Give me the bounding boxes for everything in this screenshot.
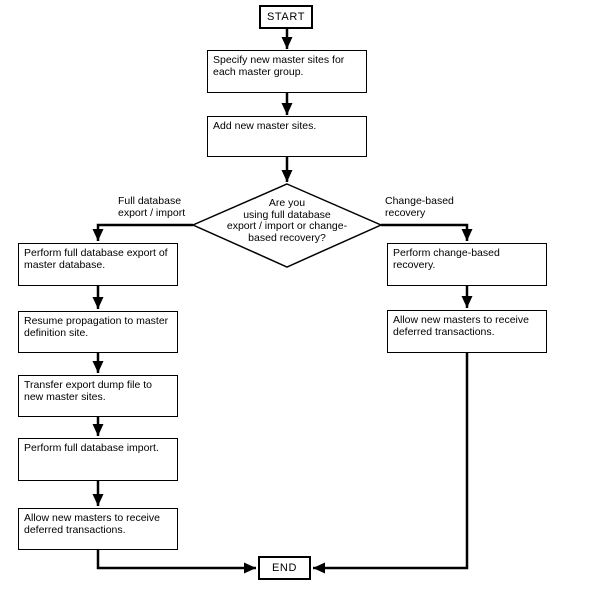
connector-decision-to-export xyxy=(92,223,193,241)
decision-diamond xyxy=(191,183,383,268)
branch-label-right: Change-based recovery xyxy=(385,195,454,219)
process-full-database-import: Perform full database import. xyxy=(18,438,178,481)
decision-question: Are you using full database export / imp… xyxy=(226,197,348,244)
process-add-master-sites: Add new master sites. xyxy=(207,116,367,157)
connector-decision-to-recovery xyxy=(381,223,473,241)
process-resume-propagation: Resume propagation to master definition … xyxy=(18,311,178,353)
connector-deferred-left-to-end xyxy=(96,550,256,574)
process-change-based-recovery: Perform change-based recovery. xyxy=(387,243,547,286)
connector-deferred-right-to-end xyxy=(313,353,469,574)
end-node: END xyxy=(258,556,311,580)
process-transfer-export-dump: Transfer export dump file to new master … xyxy=(18,375,178,417)
branch-label-left: Full database export / import xyxy=(118,195,186,219)
process-allow-deferred-right: Allow new masters to receive deferred tr… xyxy=(387,310,547,353)
process-allow-deferred-left: Allow new masters to receive deferred tr… xyxy=(18,508,178,550)
start-node: START xyxy=(259,5,313,29)
process-specify-master-sites: Specify new master sites for each master… xyxy=(207,50,367,93)
process-full-database-export: Perform full database export of master d… xyxy=(18,243,178,286)
